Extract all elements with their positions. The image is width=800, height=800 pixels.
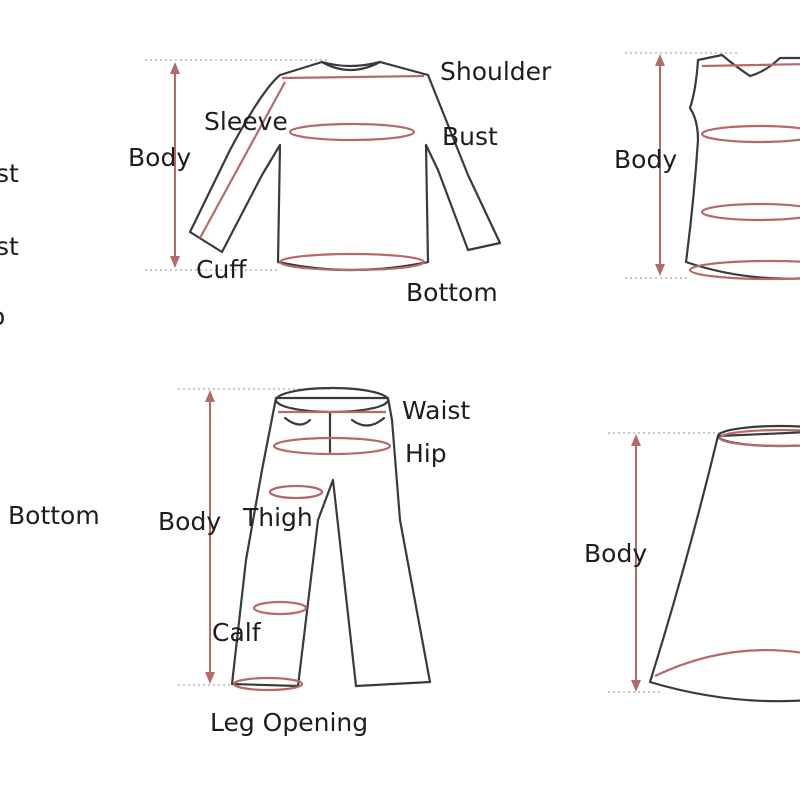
pants-waistband xyxy=(274,386,390,414)
top-neckline xyxy=(320,60,382,72)
vest-body-label: Body xyxy=(614,145,677,174)
vest-bottom-measure xyxy=(688,259,800,281)
vest-bust-measure xyxy=(700,124,800,144)
top-bottom-label: Bottom xyxy=(406,278,498,307)
vest-waist-measure xyxy=(700,202,800,222)
top-bottom-measure xyxy=(278,252,426,272)
pants-outline xyxy=(230,396,432,688)
pants-thigh-label: Thigh xyxy=(242,503,313,532)
left-partial-label-1: st xyxy=(0,159,19,188)
pants-calf-label: Calf xyxy=(212,618,262,647)
skirt-outline xyxy=(648,431,800,703)
vest-diagram: Body xyxy=(614,52,800,281)
vest-body-arrowhead-down xyxy=(655,264,665,276)
skirt-diagram: Body xyxy=(584,424,800,703)
pants-waist-label: Waist xyxy=(402,396,470,425)
skirt-hem-measure xyxy=(654,649,800,677)
pants-thigh-measure xyxy=(268,484,324,500)
pants-calf-measure xyxy=(252,600,308,616)
top-cuff-label: Cuff xyxy=(196,255,247,284)
top-bust-measure xyxy=(288,122,416,142)
pants-pocket-right xyxy=(350,416,386,427)
vest-outline xyxy=(684,53,800,280)
skirt-body-label: Body xyxy=(584,539,647,568)
top-sleeve-label: Sleeve xyxy=(204,107,288,136)
skirt-waist-measure xyxy=(718,428,800,448)
pants-body-arrowhead-down xyxy=(205,672,215,684)
pants-hip-measure xyxy=(272,436,392,456)
left-partial-figure: st st o Bottom xyxy=(0,159,100,530)
top-body-label: Body xyxy=(128,143,191,172)
top-body-arrowhead-up xyxy=(170,62,180,74)
top-shoulder-label: Shoulder xyxy=(440,57,552,86)
pants-body-arrowhead-up xyxy=(205,390,215,402)
pants-body-label: Body xyxy=(158,507,221,536)
pants-leg-opening-measure xyxy=(232,676,304,692)
left-bottom-label: Bottom xyxy=(8,501,100,530)
pants-hip-label: Hip xyxy=(405,439,447,468)
vest-body-arrowhead-up xyxy=(655,54,665,66)
left-partial-label-2: st xyxy=(0,232,19,261)
skirt-body-arrowhead-down xyxy=(631,680,641,692)
left-partial-label-3: o xyxy=(0,302,5,331)
skirt-body-arrowhead-up xyxy=(631,434,641,446)
pants-leg-opening-label: Leg Opening xyxy=(210,708,368,737)
top-bust-label: Bust xyxy=(442,122,498,151)
top-sleeve-measure xyxy=(199,81,286,239)
pants-diagram: Waist Hip Body Thigh Calf Leg Opening xyxy=(158,386,470,737)
top-outline xyxy=(188,60,502,272)
pants-pocket-left xyxy=(283,416,312,426)
top-diagram: Shoulder Sleeve Bust Body Cuff Bottom xyxy=(128,57,552,307)
vest-shoulder-measure xyxy=(701,63,800,68)
top-body-arrowhead-down xyxy=(170,256,180,268)
top-shoulder-measure xyxy=(281,74,425,80)
